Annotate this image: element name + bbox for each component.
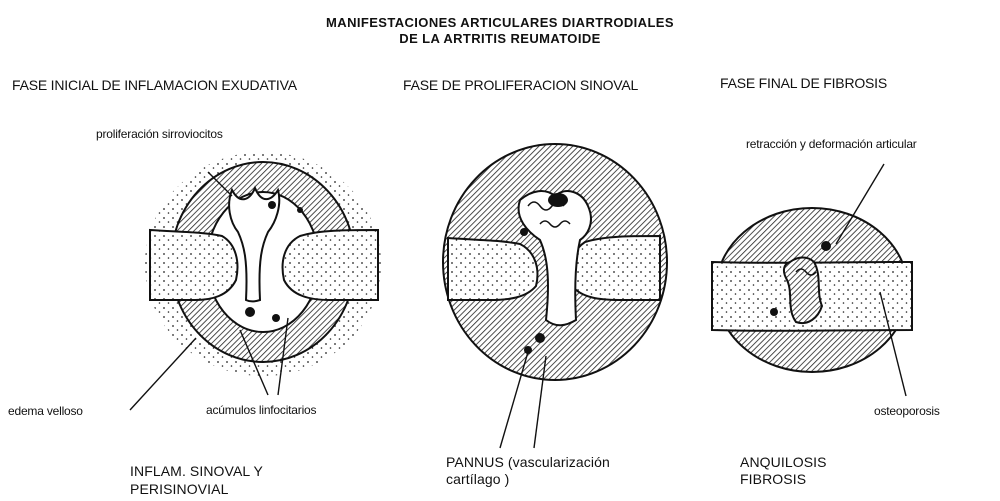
caption-phase-1-line-1: INFLAM. SINOVAL Y — [130, 464, 263, 478]
joint-3-fibrosis — [712, 164, 912, 396]
label-lymphocytic-accumulations: acúmulos linfocitarios — [206, 404, 316, 416]
caption-phase-2-line-1: PANNUS (vascularización — [446, 455, 610, 469]
label-osteoporosis: osteoporosis — [874, 405, 940, 417]
joint-2-synovial-proliferation — [443, 144, 667, 448]
label-synoviocyte-proliferation: proliferación sirroviocitos — [96, 128, 223, 140]
label-villous-edema: edema velloso — [8, 405, 83, 417]
joint-2-bone-right — [570, 236, 660, 300]
caption-phase-1-line-2: PERISINOVIAL — [130, 482, 228, 496]
joint-1-upper-bone-left — [150, 230, 237, 300]
joint-2-upper-bone-left — [448, 238, 537, 300]
caption-phase-3-line-2: FIBROSIS — [740, 472, 806, 486]
caption-phase-2-line-2: cartílago ) — [446, 472, 509, 486]
joint-1-bone-right — [283, 230, 378, 300]
joint-1-early-inflammation — [130, 152, 381, 410]
caption-phase-3-line-1: ANQUILOSIS — [740, 455, 827, 469]
label-retraction-deformation: retracción y deformación articular — [746, 138, 917, 150]
